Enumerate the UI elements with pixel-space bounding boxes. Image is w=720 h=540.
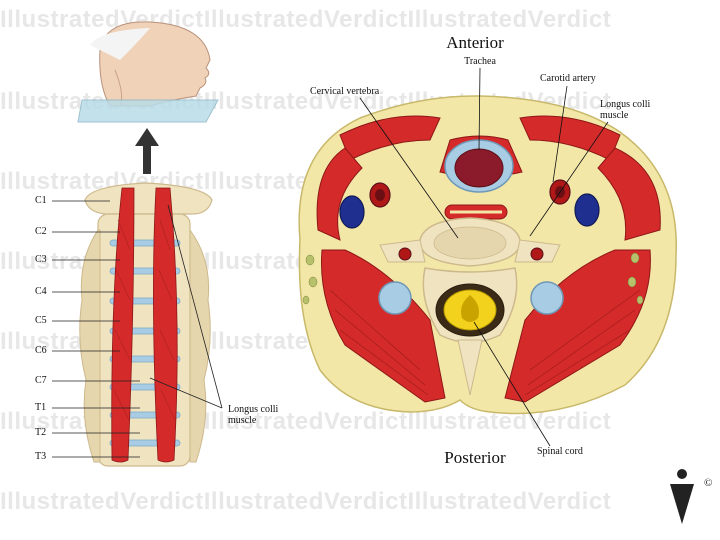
longus-colli-label-line2: muscle bbox=[600, 110, 629, 121]
anterior-heading: Anterior bbox=[446, 33, 504, 52]
leader-lines bbox=[359, 67, 609, 447]
copyright-mark: © bbox=[704, 477, 713, 489]
brand-logo bbox=[670, 469, 694, 524]
vertebra-level-label: C6 bbox=[35, 345, 47, 356]
cervical-spine bbox=[52, 182, 223, 467]
longus-colli-left-muscle bbox=[111, 187, 135, 463]
vertebra-level-label: C3 bbox=[35, 254, 47, 265]
jugular-vein-right bbox=[574, 193, 600, 227]
vertebra-level-label: C5 bbox=[35, 315, 47, 326]
trachea-label: Trachea bbox=[464, 56, 496, 67]
axial-cross-section bbox=[298, 67, 677, 447]
vertebra-level-label: T2 bbox=[35, 427, 47, 438]
jugular-vein-left bbox=[339, 195, 365, 229]
section-plane bbox=[77, 99, 219, 123]
vertebra-level-label: T3 bbox=[35, 451, 47, 462]
head-neck-figure bbox=[77, 21, 219, 123]
carotid-artery-label: Carotid artery bbox=[540, 73, 596, 84]
vertebra-level-label: C7 bbox=[35, 375, 47, 386]
posterior-heading: Posterior bbox=[444, 448, 506, 467]
level-leader-lines bbox=[52, 200, 140, 458]
longus-colli-label: Longus colli muscle bbox=[600, 99, 650, 121]
vertebra-level-label: C4 bbox=[35, 286, 47, 297]
longus-colli-right-muscle bbox=[153, 187, 178, 463]
cervical-vertebra-label: Cervical vertebra bbox=[310, 86, 380, 97]
longus-colli-label: Longus colli muscle bbox=[228, 404, 278, 426]
spinal-cord-label: Spinal cord bbox=[537, 446, 583, 457]
vertebra-level-label: T1 bbox=[35, 402, 47, 413]
vertebra-level-label: C2 bbox=[35, 226, 47, 237]
longus-colli-label-line1: Longus colli bbox=[600, 99, 651, 110]
longus-colli-label-line1: Longus colli bbox=[228, 404, 279, 415]
watermark-row: IllustratedVerdictIllustratedVerdictIllu… bbox=[0, 490, 612, 514]
up-arrow-icon bbox=[135, 128, 159, 174]
longus-colli-label-line2: muscle bbox=[228, 415, 257, 426]
vertebra-level-label: C1 bbox=[35, 195, 47, 206]
atlas-c1 bbox=[84, 182, 213, 215]
